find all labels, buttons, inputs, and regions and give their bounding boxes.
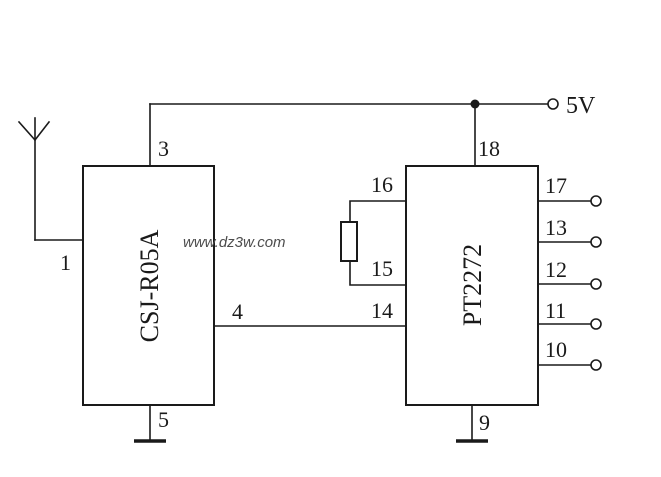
decoder-pin-17: 17 — [545, 173, 567, 198]
decoder-ic — [405, 165, 539, 406]
output-11: 11 — [537, 298, 602, 330]
output-12: 12 — [537, 257, 602, 290]
receiver-pin-5: 5 — [158, 407, 169, 432]
decoder-pin-10: 10 — [545, 337, 567, 362]
decoder-pin-11: 11 — [545, 298, 566, 323]
output-17: 17 — [537, 173, 602, 207]
decoder-pin-18: 18 — [478, 136, 500, 161]
supply-terminal — [547, 98, 559, 110]
supply-label: 5V — [566, 93, 596, 119]
receiver-pin-3: 3 — [158, 136, 169, 161]
decoder-pin-16: 16 — [371, 172, 393, 197]
receiver-pin-1: 1 — [60, 250, 71, 275]
receiver-name: CSJ-R05A — [135, 229, 164, 342]
output-10: 10 — [537, 337, 602, 371]
decoder-pin-13: 13 — [545, 215, 567, 240]
decoder-pin-12: 12 — [545, 257, 567, 282]
oscillator-resistor — [340, 200, 407, 286]
receiver-pin-4: 4 — [232, 299, 243, 324]
output-13: 13 — [537, 215, 602, 248]
antenna-symbol — [17, 117, 51, 241]
decoder-pin-15: 15 — [371, 256, 393, 281]
watermark: www.dz3w.com — [183, 234, 286, 251]
decoder-name: PT2272 — [458, 244, 487, 326]
supply-junction-dot — [470, 99, 480, 109]
decoder-pin-9: 9 — [479, 410, 490, 435]
decoder-pin-14: 14 — [371, 298, 393, 323]
receiver-module — [82, 165, 215, 406]
